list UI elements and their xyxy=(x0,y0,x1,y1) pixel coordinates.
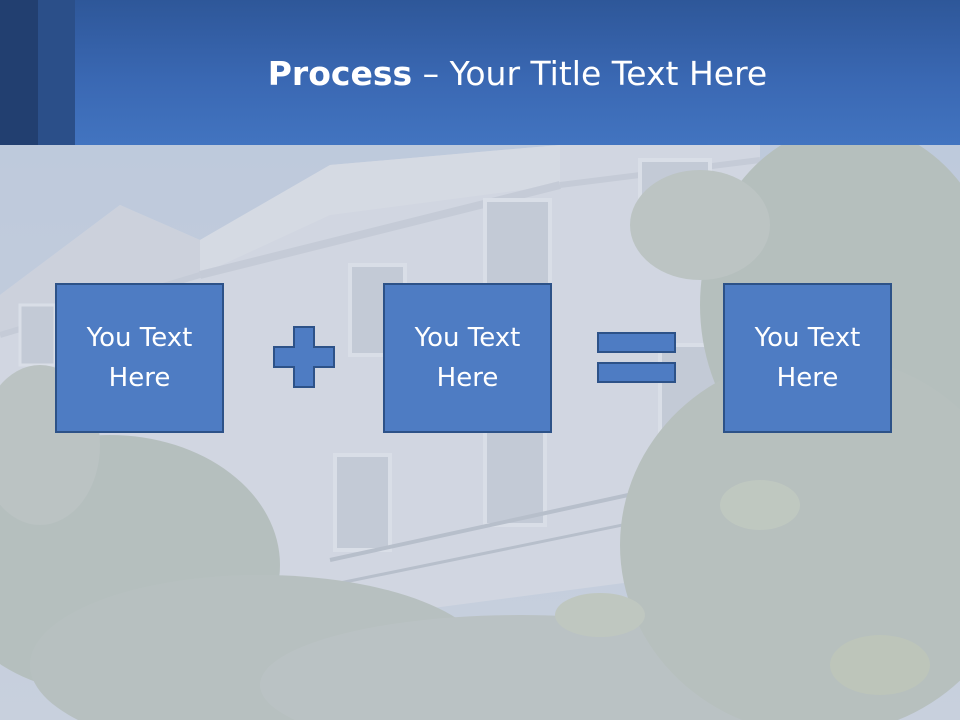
process-box-3-text: You Text Here xyxy=(754,323,861,393)
slide-title[interactable]: Process – Your Title Text Here xyxy=(75,52,960,96)
process-box-2-text: You Text Here xyxy=(414,323,521,393)
process-box-2[interactable]: You Text Here xyxy=(383,283,552,433)
title-bold: Process xyxy=(267,54,413,93)
header-accent-strip-light xyxy=(38,0,75,145)
header-accent-strip xyxy=(0,0,38,145)
process-box-1-text: You Text Here xyxy=(86,323,193,393)
plus-icon xyxy=(273,326,335,388)
process-box-1[interactable]: You Text Here xyxy=(55,283,224,433)
title-bar: Process – Your Title Text Here xyxy=(0,0,960,145)
process-box-3[interactable]: You Text Here xyxy=(723,283,892,433)
title-rest: – Your Title Text Here xyxy=(412,54,768,93)
equals-icon xyxy=(597,332,676,383)
